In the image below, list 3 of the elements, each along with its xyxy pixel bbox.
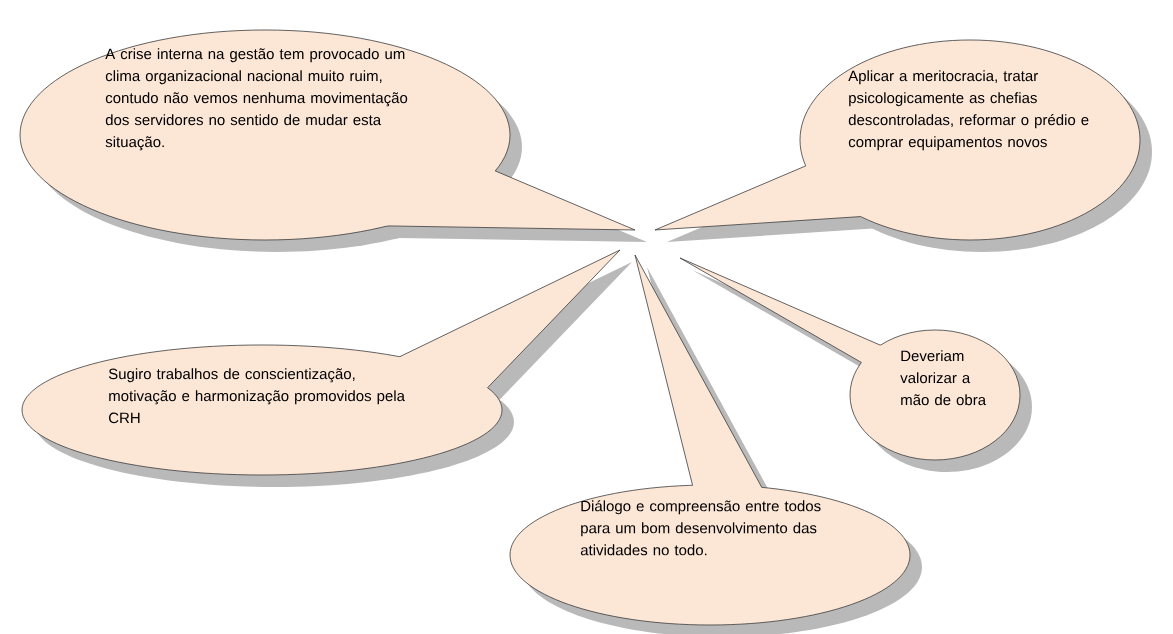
speech-bubble: Sugiro trabalhos de conscientização, motivação e harmonização promovidos pela CRH [21, 249, 632, 487]
speech-bubble: Aplicar a meritocracia, tratar psicologicamente as chefias descontroladas, reformar o prédio e comprar equipamentos novos [654, 39, 1152, 252]
speech-bubble: A crise interna na gestão tem provocado um clima organizacional nacional muito ruim, contudo não vemos nenhuma movimentação dos servidores no sentido de mudar esta situação. [19, 29, 647, 252]
